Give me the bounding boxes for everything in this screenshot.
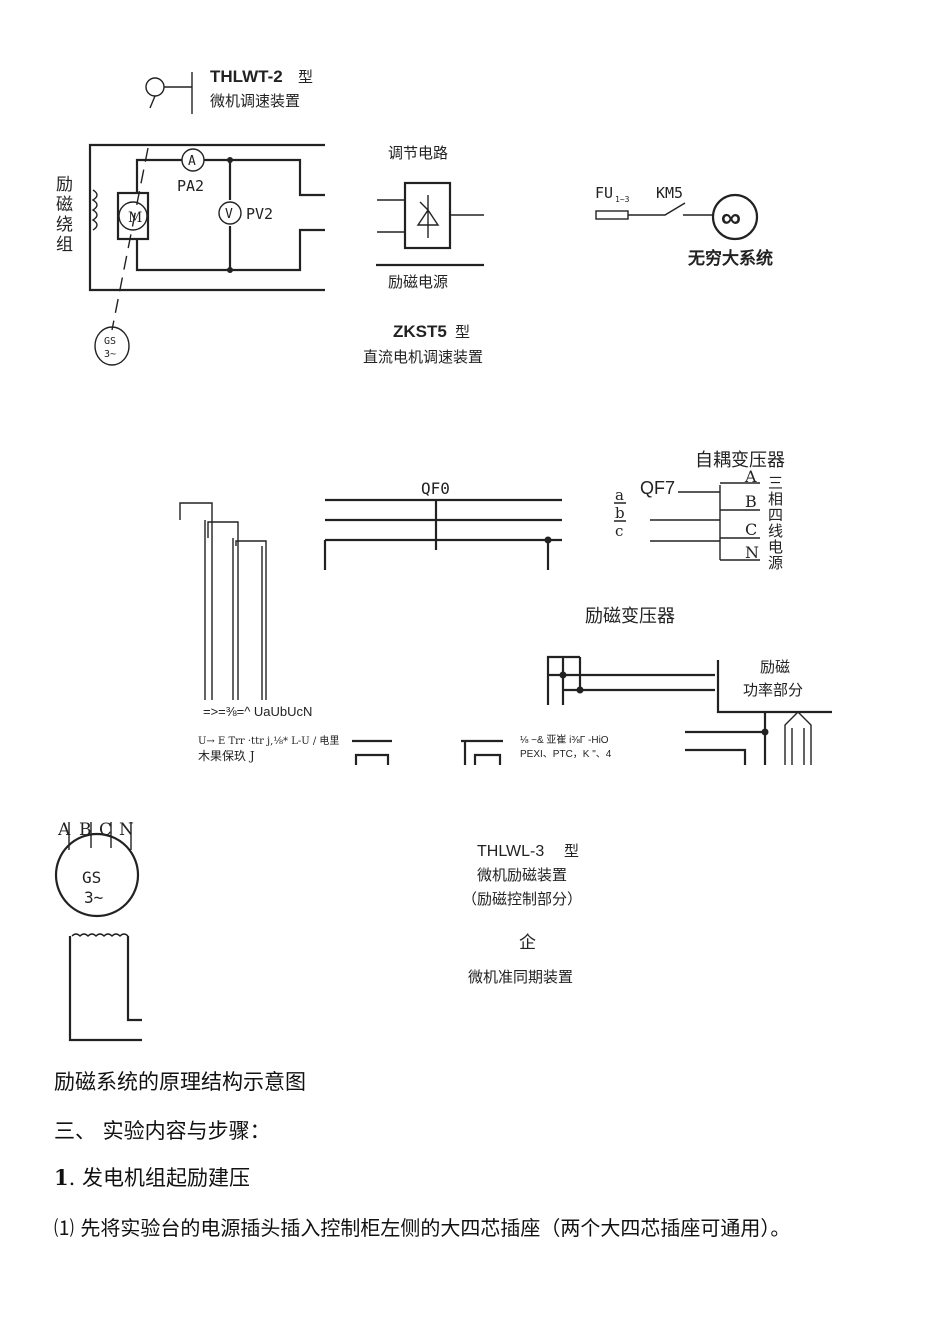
- km5-switch: [628, 202, 712, 216]
- voltmeter-icon: [218, 201, 242, 225]
- excitation-wiring: [546, 655, 715, 705]
- three-phase-source-label: 三 相 四 线 电 源: [768, 474, 783, 572]
- autotransformer-wiring: [650, 482, 760, 561]
- thlwt-model: THLWT-2: [210, 67, 283, 86]
- fu-sub: 1~3: [615, 195, 630, 204]
- svg-text:A: A: [57, 820, 71, 840]
- label-a: a: [615, 486, 624, 504]
- label-b: b: [615, 504, 625, 522]
- fuse-icon: [595, 210, 629, 220]
- thyristor-icon: [377, 195, 484, 238]
- garbled-text-2a: U→ E Trr ·ttr j,⅛* L-U / 电里: [198, 734, 339, 747]
- thlwl-model: THLWL-3: [477, 843, 544, 860]
- svg-text:四: 四: [768, 506, 783, 524]
- zkst-suffix: 型: [455, 323, 470, 341]
- excitation-transformer-label: 励磁变压器: [585, 606, 675, 627]
- km5-label: KM5: [656, 184, 683, 202]
- gs-small-icon: [94, 326, 130, 366]
- symbol: 企: [519, 933, 536, 953]
- rotor-leads: [68, 936, 142, 1042]
- qf0-label: QF0: [421, 479, 450, 498]
- generator-3phase-label: 3~: [84, 888, 103, 907]
- step-number: 1: [54, 1165, 69, 1190]
- excitation-source-label: 励磁电源: [388, 273, 448, 291]
- thlwt-suffix: 型: [298, 68, 313, 86]
- step-title: . 发电机组起励建压: [68, 1166, 250, 1190]
- svg-text:N: N: [745, 543, 759, 562]
- svg-text:三: 三: [768, 474, 783, 492]
- garbled-text-1: =>=⅜=^ UaUbUcN: [203, 704, 312, 719]
- generator-gs-label: GS: [82, 868, 101, 887]
- motor-icon: [118, 201, 148, 231]
- infinity-glyph: ∞: [721, 202, 741, 233]
- gs-small-top: GS: [104, 336, 116, 347]
- armature-wires: [135, 158, 325, 272]
- thlwt-name: 微机调速装置: [210, 92, 300, 110]
- qf7-label: QF7: [640, 478, 675, 498]
- transformer-windings: [179, 502, 267, 546]
- garbled-text-3a: ⅛ −& 亚崔 i⅜Γ -HiO: [520, 733, 609, 746]
- ammeter-label: A: [188, 154, 196, 169]
- thlwl-sub: （励磁控制部分）: [462, 890, 582, 908]
- excitation-power-label-1: 励磁: [760, 658, 790, 676]
- zkst-model: ZKST5: [393, 322, 447, 341]
- pa2-label: PA2: [177, 177, 204, 195]
- label-c: c: [615, 522, 623, 540]
- step-heading: 1. 发电机组起励建压: [54, 1162, 250, 1192]
- thlwl-name: 微机励磁装置: [477, 866, 567, 884]
- svg-text:B: B: [745, 492, 757, 511]
- paragraph-1: ⑴ 先将实验台的电源插头插入控制柜左侧的大四芯插座（两个大四芯插座可通用）。: [54, 1216, 791, 1240]
- ammeter-icon: [181, 148, 205, 172]
- excitation-power-label-2: 功率部分: [743, 681, 803, 699]
- section-heading: 三、 实验内容与步骤：: [54, 1119, 271, 1143]
- thlwl-suffix: 型: [564, 842, 579, 860]
- power-arrow-icon: [784, 711, 812, 765]
- figure-caption: 励磁系统的原理结构示意图: [54, 1070, 306, 1094]
- phase-labels: A B C N: [744, 467, 759, 562]
- field-winding-coil: [91, 189, 98, 231]
- voltmeter-label: V: [225, 207, 233, 222]
- svg-text:N: N: [119, 820, 134, 840]
- infinite-system-label: 无穷大系统: [687, 248, 773, 269]
- generator-gs-icon: [54, 832, 140, 918]
- infinite-system-icon: [711, 193, 759, 241]
- pv2-label: PV2: [246, 205, 273, 223]
- autotransformer-label: 自耦变压器: [695, 450, 785, 471]
- motor-body: [116, 191, 150, 241]
- vertical-leads: [204, 520, 267, 700]
- fu-label: FU: [595, 184, 613, 202]
- rotor-winding: [71, 933, 129, 937]
- regulating-circuit-label: 调节电路: [388, 144, 448, 162]
- bus-lines: [323, 498, 562, 570]
- generator-phase-labels: A B C N: [57, 820, 134, 840]
- frame: [88, 143, 325, 292]
- svg-text:相: 相: [768, 490, 783, 508]
- sensor-icon: [145, 77, 165, 97]
- svg-text:电: 电: [768, 538, 783, 556]
- garbled-text-3b: PEXI、PTC，K "、4: [520, 749, 612, 760]
- connector: [149, 72, 193, 114]
- garbled-text-2b: 木果保玖 J: [198, 749, 255, 763]
- field-winding-label: 励 磁 绕 组: [56, 175, 78, 255]
- svg-text:A: A: [744, 467, 757, 486]
- svg-text:源: 源: [768, 554, 783, 572]
- svg-text:线: 线: [768, 522, 783, 540]
- svg-text:C: C: [745, 520, 757, 539]
- zkst-name: 直流电机调速装置: [363, 348, 483, 366]
- sync-device-label: 微机准同期装置: [468, 968, 573, 986]
- motor-label: M: [128, 210, 142, 226]
- gs-small-bottom: 3~: [104, 349, 116, 360]
- terminal-brackets: [352, 739, 503, 765]
